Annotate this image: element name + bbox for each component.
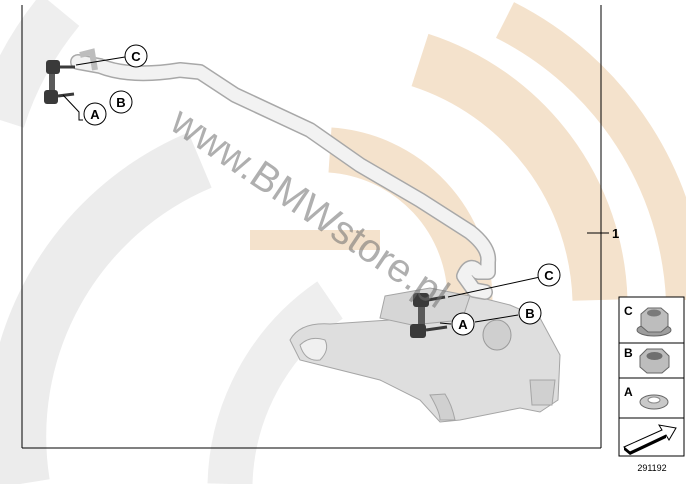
arrow-icon: [623, 424, 677, 455]
legend-letter-a: A: [624, 385, 633, 399]
stabilizer-link-left: [44, 60, 75, 104]
callout-a-top: A: [83, 102, 107, 126]
callout-b-mid-label: B: [525, 306, 534, 321]
callout-b-top-label: B: [116, 95, 125, 110]
callout-a-mid: A: [451, 312, 475, 336]
part-number-label: 1: [612, 226, 619, 241]
legend-letter-c: C: [624, 304, 633, 318]
stabilizer-bar: [70, 48, 497, 300]
nut-with-flange-icon: [636, 307, 672, 337]
callout-b-mid: B: [518, 301, 542, 325]
callout-a-mid-label: A: [458, 317, 468, 332]
trailing-arm: [289, 287, 561, 423]
callout-a-top-label: A: [90, 107, 100, 122]
nut-icon: [639, 348, 670, 374]
leader-lines: [62, 56, 609, 325]
callout-b-top: B: [109, 90, 133, 114]
callout-c-mid-label: C: [544, 268, 554, 283]
stabilizer-link-right: [410, 293, 448, 338]
callout-c-top: C: [124, 44, 148, 68]
frame: [21, 5, 602, 449]
diagram-number: 291192: [637, 463, 666, 473]
callout-c-top-label: C: [131, 49, 141, 64]
callout-c-mid: C: [537, 263, 561, 287]
legend-panel: C B A: [618, 296, 685, 457]
washer-icon: [639, 394, 669, 410]
legend-letter-b: B: [624, 346, 633, 360]
